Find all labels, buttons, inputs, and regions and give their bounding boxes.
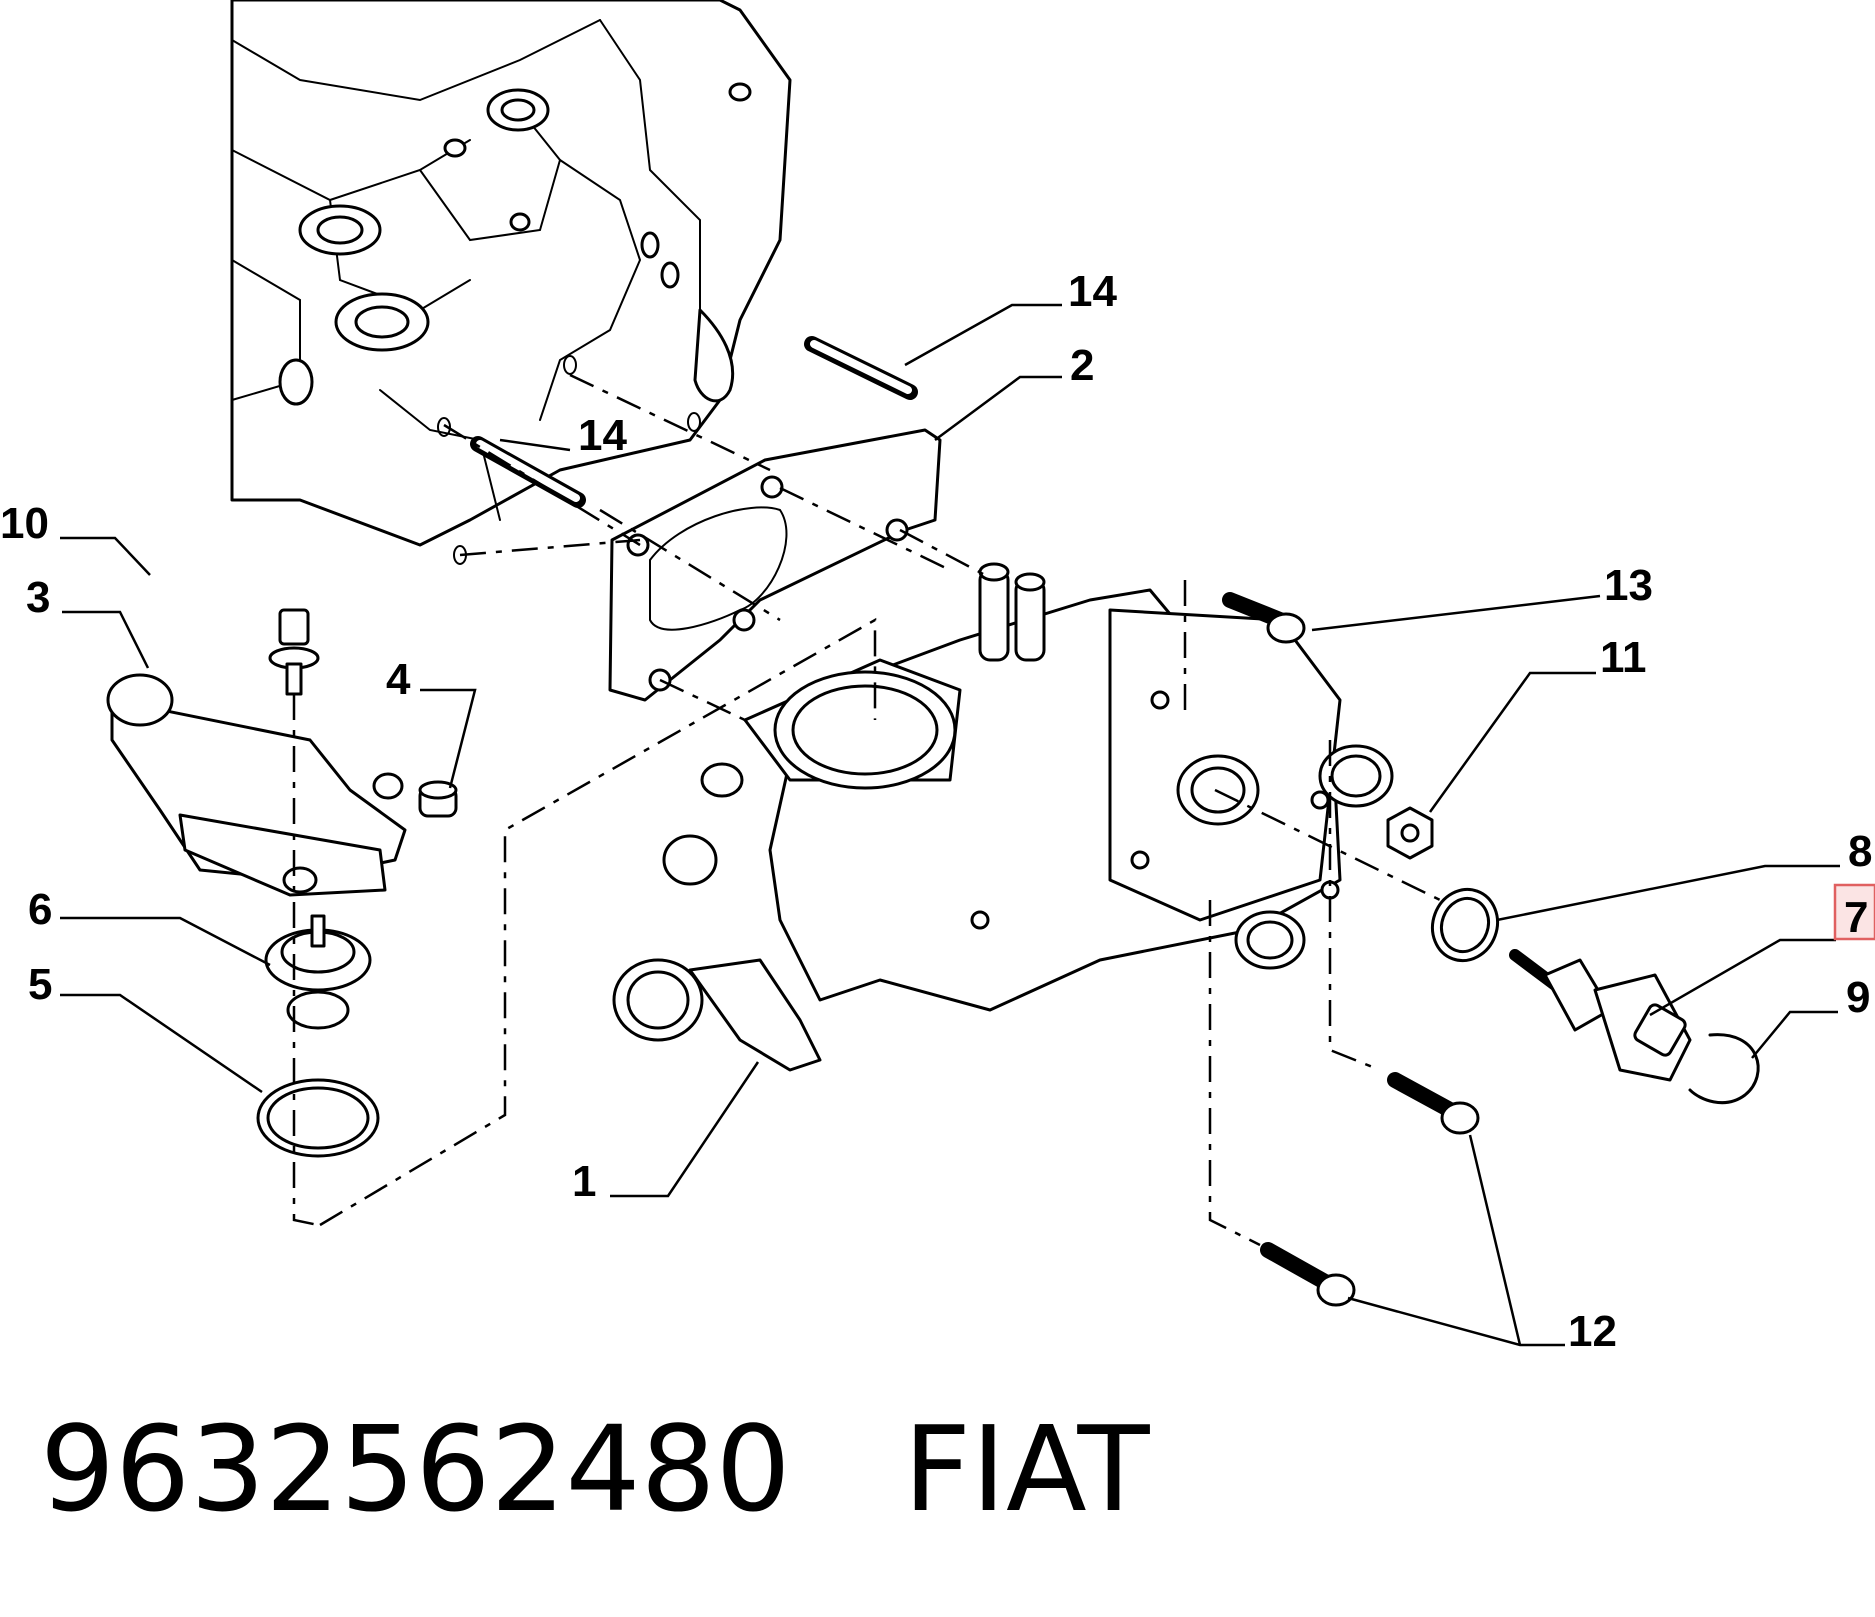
cap-4 bbox=[418, 780, 458, 818]
part-caption: 9632562480 FIAT bbox=[40, 1410, 1150, 1528]
callout-2: 2 bbox=[1070, 341, 1094, 390]
callout-12: 12 bbox=[1568, 1307, 1617, 1356]
bolt-12-lower bbox=[1260, 1242, 1356, 1307]
highlight-box-7 bbox=[1833, 883, 1875, 941]
bolt-10 bbox=[268, 608, 320, 696]
thermostat-6 bbox=[264, 914, 372, 1030]
leader-lines bbox=[60, 303, 1840, 1347]
callout-6: 6 bbox=[28, 885, 52, 934]
bolt-12-upper bbox=[1387, 1072, 1480, 1135]
temperature-sensor-7 bbox=[1509, 949, 1692, 1082]
callout-5: 5 bbox=[28, 960, 52, 1009]
assembly-lines bbox=[292, 373, 1441, 1247]
thermostat-housing bbox=[612, 562, 1394, 1072]
callout-13: 13 bbox=[1604, 561, 1653, 610]
callout-9: 9 bbox=[1846, 973, 1870, 1022]
seal-ring-5 bbox=[256, 1078, 380, 1158]
hose-outlet-elbow bbox=[106, 673, 407, 897]
callout-1: 1 bbox=[572, 1157, 596, 1206]
callout-10: 10 bbox=[0, 499, 49, 548]
callout-4: 4 bbox=[386, 655, 411, 704]
callout-14-lower: 14 bbox=[578, 411, 627, 460]
stud-upper bbox=[804, 336, 918, 400]
brand-name: FIAT bbox=[903, 1400, 1150, 1538]
callout-11: 11 bbox=[1600, 633, 1647, 682]
engine-block bbox=[230, 0, 792, 565]
bolt-13 bbox=[1222, 592, 1306, 644]
gasket bbox=[608, 428, 942, 702]
callout-labels: 1 2 14 14 10 3 4 6 5 13 11 8 7 9 12 bbox=[0, 267, 1872, 1356]
callout-7: 7 bbox=[1844, 893, 1868, 942]
callout-14-upper: 14 bbox=[1068, 267, 1117, 316]
part-number: 9632562480 bbox=[40, 1400, 791, 1538]
stud-lower bbox=[470, 436, 586, 508]
callout-8: 8 bbox=[1848, 827, 1872, 876]
o-ring-8 bbox=[1431, 887, 1499, 963]
clip-9 bbox=[1688, 1033, 1760, 1105]
callout-3: 3 bbox=[26, 573, 50, 622]
nut-11 bbox=[1386, 806, 1434, 860]
